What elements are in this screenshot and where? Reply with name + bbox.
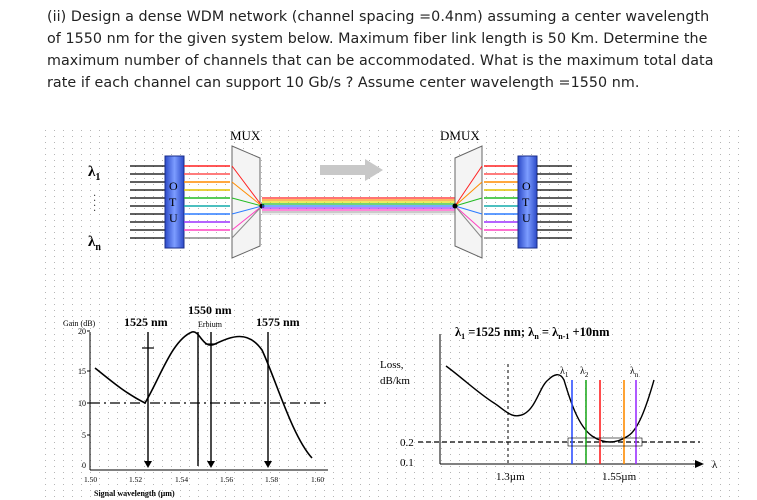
loss-tick-02: 0.2 xyxy=(400,437,414,449)
label-1575nm: 1575 nm xyxy=(256,315,300,329)
loss-ylabel-2: dB/km xyxy=(380,375,410,387)
loss-curve xyxy=(445,365,655,443)
gain-marker-caps xyxy=(142,343,217,349)
otu-left-letter-u: U xyxy=(169,211,178,225)
peak-label-n: λn xyxy=(630,366,639,379)
question-line-4: rate if each channel can support 10 Gb/s… xyxy=(47,75,640,91)
mux-input-fibers xyxy=(184,165,230,239)
svg-text:1.56: 1.56 xyxy=(220,475,233,484)
loss-tick-01: 0.1 xyxy=(400,457,414,469)
svg-text:1.52: 1.52 xyxy=(129,475,142,484)
gain-markers xyxy=(147,332,269,466)
otu-left-letter-t: T xyxy=(169,195,177,209)
gain-marker-arrowheads xyxy=(144,461,272,468)
lambda-n-label: λn xyxy=(88,234,101,253)
label-erbium: Erbium xyxy=(198,320,223,329)
fiber-bundle xyxy=(262,197,455,215)
direction-arrow-icon xyxy=(320,159,383,181)
loss-x-155um: 1.55µm xyxy=(602,471,637,483)
loss-x-symbol: λ xyxy=(712,459,718,471)
peak-label-2: λ2 xyxy=(580,366,589,379)
otu-left xyxy=(164,155,185,249)
mux-convergence xyxy=(231,165,263,239)
loss-x-13um: 1.3µm xyxy=(496,471,525,483)
gain-x-axis-label: Signal wavelength (µm) xyxy=(94,489,175,498)
svg-text:10: 10 xyxy=(78,399,86,408)
otu-left-letter-o: O xyxy=(169,179,178,193)
dmux-label: DMUX xyxy=(440,128,480,143)
svg-text:1.54: 1.54 xyxy=(175,475,188,484)
otu-right-letter-o: O xyxy=(522,179,531,193)
question-text: (ii) Design a dense WDM network (channel… xyxy=(47,6,737,94)
otu-right-letter-u: U xyxy=(522,211,531,225)
lambda-ellipsis: . . . . xyxy=(91,194,102,212)
peak-label-1: λ1 xyxy=(560,366,569,379)
dmux-divergence xyxy=(454,165,483,239)
wdm-system-diagram: λ1 . . . . λn O T U xyxy=(88,128,572,259)
gain-curve xyxy=(94,331,313,459)
gain-x-ticks: 1.50 1.52 1.54 1.56 1.58 1.60 xyxy=(84,475,324,484)
lambda-1-label: λ1 xyxy=(88,164,100,183)
label-1525nm: 1525 nm xyxy=(124,315,168,329)
erbium-gain-chart: Gain (dB) 1525 nm 1550 nm Erbium 1575 nm… xyxy=(63,303,328,498)
otu-right xyxy=(517,155,538,249)
svg-text:1.58: 1.58 xyxy=(265,475,278,484)
output-arrows xyxy=(537,165,572,239)
dmux-input-node xyxy=(452,203,458,209)
otu-right-letter-t: T xyxy=(522,195,530,209)
svg-text:20: 20 xyxy=(78,327,86,336)
loss-channel-lines xyxy=(571,380,637,464)
svg-text:1.50: 1.50 xyxy=(84,475,97,484)
label-1550nm: 1550 nm xyxy=(188,303,232,317)
mux-label: MUX xyxy=(230,128,261,143)
svg-text:1.60: 1.60 xyxy=(311,475,324,484)
svg-text:15: 15 xyxy=(78,367,86,376)
question-line-2: of 1550 nm for the given system below. M… xyxy=(47,31,708,47)
wdm-figure: λ1 . . . . λn O T U xyxy=(40,128,740,498)
loss-ylabel-1: Loss, xyxy=(380,359,404,371)
svg-text:0: 0 xyxy=(82,461,86,470)
loss-x-axis-arrow-icon xyxy=(695,460,704,468)
svg-text:5: 5 xyxy=(82,431,86,440)
channel-formula: λ1 =1525 nm; λn = λn-1 +10nm xyxy=(455,325,610,341)
question-line-3: maximum number of channels that can be a… xyxy=(47,53,714,69)
gain-axis-label: Gain (dB) xyxy=(63,319,96,328)
loss-window-box xyxy=(567,437,643,447)
input-arrows xyxy=(130,165,165,239)
gain-y-ticks: 20 15 10 5 0 xyxy=(78,327,90,470)
fiber-loss-chart: λ1 =1525 nm; λn = λn-1 +10nm Loss, dB/km… xyxy=(380,325,718,483)
question-line-1: (ii) Design a dense WDM network (channel… xyxy=(47,9,710,25)
dmux-output-fibers xyxy=(484,165,518,239)
